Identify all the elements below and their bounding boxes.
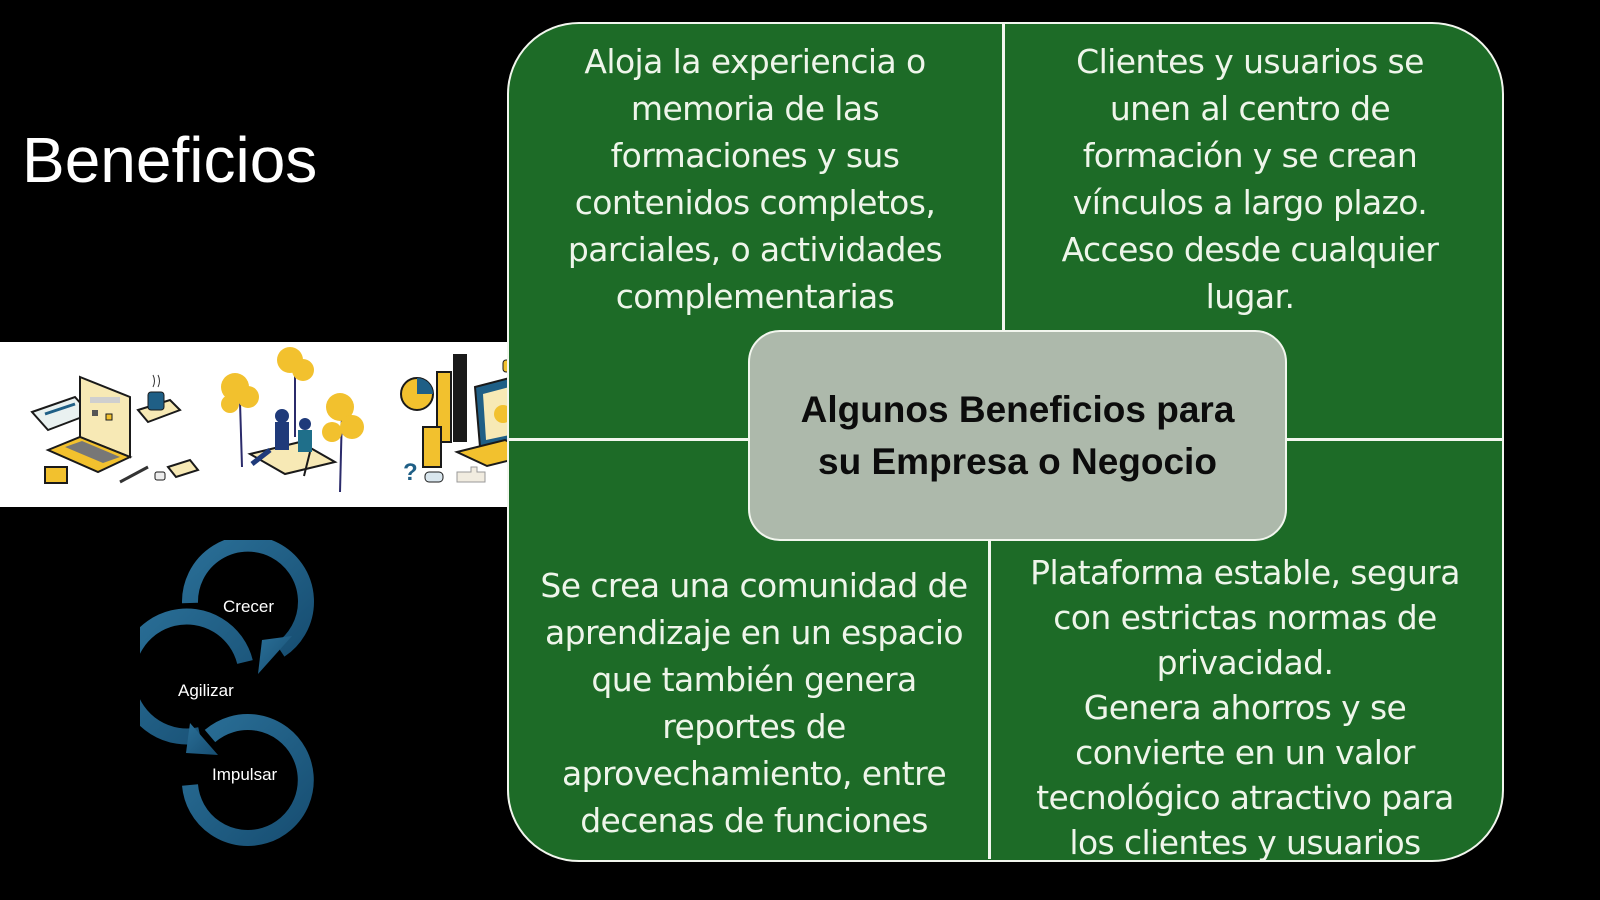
cycle-diagram: Crecer Agilizar Impulsar: [118, 535, 330, 850]
divider-right-horizontal: [1283, 438, 1502, 441]
quadrant-bottom-left-text: Se crea una comunidad de aprendizaje en …: [540, 566, 968, 840]
cycle-item-agilizar: Agilizar: [178, 681, 234, 700]
divider-bottom-vertical: [988, 537, 991, 859]
cycle-item-impulsar: Impulsar: [212, 765, 278, 784]
quadrant-bottom-right-text: Plataforma estable, segura con estrictas…: [1030, 553, 1460, 862]
illustration-strip: ? ?: [0, 342, 572, 507]
center-title: Algunos Beneficios para su Empresa o Neg…: [800, 388, 1235, 482]
quadrant-top-left-text: Aloja la experiencia o memoria de las fo…: [567, 42, 943, 316]
quadrant-top-right-text: Clientes y usuarios se unen al centro de…: [1061, 42, 1439, 316]
svg-text:?: ?: [403, 459, 418, 486]
cycle-arrows-icon: [118, 535, 314, 846]
divider-top-vertical: [1002, 22, 1005, 332]
people-on-bench-illustration: [221, 347, 364, 493]
divider-left-horizontal: [507, 438, 751, 441]
slide-title: Beneficios: [22, 124, 318, 196]
cycle-item-crecer: Crecer: [223, 597, 275, 616]
laptop-workspace-illustration: [30, 374, 200, 484]
center-title-box: Algunos Beneficios para su Empresa o Neg…: [748, 330, 1287, 541]
